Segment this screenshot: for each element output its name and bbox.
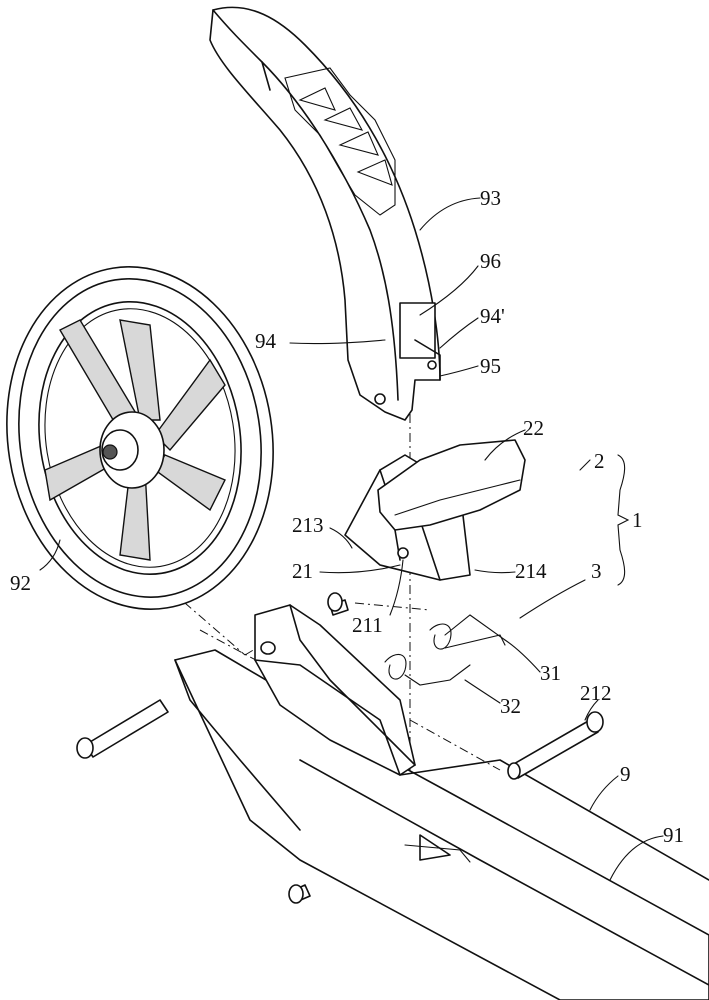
label-94: 94 xyxy=(255,329,277,353)
label-21: 21 xyxy=(292,559,313,583)
label-1: 1 xyxy=(632,508,643,532)
label-95: 95 xyxy=(480,354,501,378)
label-9: 9 xyxy=(620,762,631,786)
label-211: 211 xyxy=(352,613,383,637)
label-91: 91 xyxy=(663,823,684,847)
label-92: 92 xyxy=(10,571,31,595)
label-213: 213 xyxy=(292,513,324,537)
wheel xyxy=(0,247,297,628)
label-96: 96 xyxy=(480,249,501,273)
springs xyxy=(385,615,505,685)
label-31: 31 xyxy=(540,661,561,685)
brake-assembly xyxy=(345,440,525,580)
label-22: 22 xyxy=(523,416,544,440)
label-93: 93 xyxy=(480,186,501,210)
label-94-prime: 94' xyxy=(480,304,505,328)
label-214: 214 xyxy=(515,559,547,583)
label-2: 2 xyxy=(594,449,605,473)
deck-body xyxy=(175,650,709,1000)
label-32: 32 xyxy=(500,694,521,718)
label-3: 3 xyxy=(591,559,602,583)
label-212: 212 xyxy=(580,681,612,705)
